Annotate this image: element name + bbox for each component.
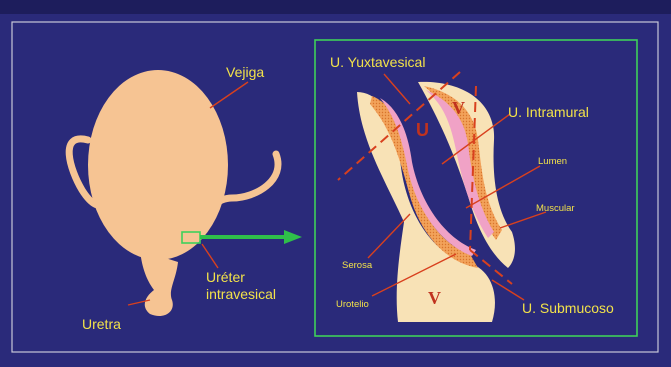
marker-v-bottom: V: [428, 288, 441, 309]
bladder-body: [88, 70, 228, 260]
label-urotelio: Urotelio: [336, 299, 369, 310]
ureter-cross-section: [357, 82, 515, 322]
zoom-arrow-head: [284, 230, 302, 244]
label-yuxtavesical: U. Yuxtavesical: [330, 54, 425, 70]
leader-muscular: [500, 212, 546, 228]
label-muscular: Muscular: [536, 203, 575, 214]
urethra-neck: [140, 250, 178, 316]
label-ureter-intravesical: Uréter intravesical: [206, 269, 276, 303]
label-submucoso: U. Submucoso: [522, 300, 614, 316]
label-lumen: Lumen: [538, 156, 567, 167]
leader-vejiga: [210, 82, 248, 108]
label-intramural: U. Intramural: [508, 104, 589, 120]
leader-ureter: [202, 244, 218, 268]
leader-submucoso: [492, 280, 524, 300]
label-uretra: Uretra: [82, 316, 121, 332]
label-serosa: Serosa: [342, 260, 372, 271]
marker-v-top: V: [452, 98, 465, 119]
label-vejiga: Vejiga: [226, 64, 264, 80]
marker-u: U: [416, 120, 429, 141]
leader-yuxtavesical: [384, 74, 410, 104]
